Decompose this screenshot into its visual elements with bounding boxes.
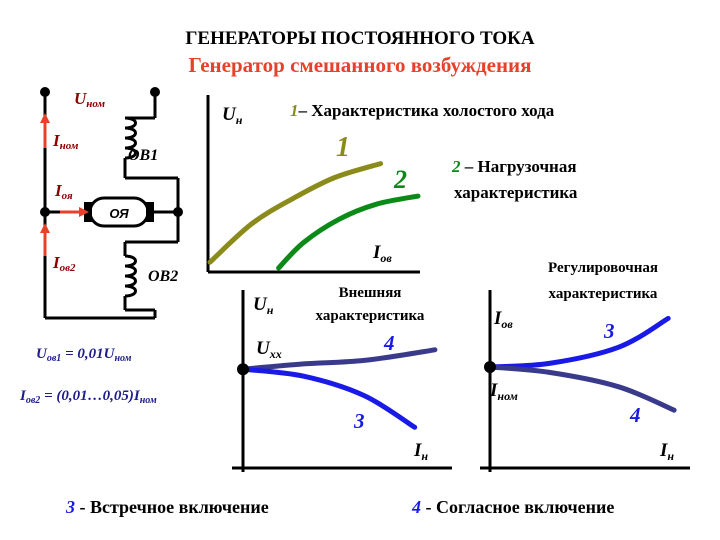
- page-title: ГЕНЕРАТОРЫ ПОСТОЯННОГО ТОКА: [185, 28, 535, 49]
- node-left: [40, 207, 50, 217]
- chart2-series-3-label: 3: [353, 409, 365, 433]
- chart-no-load: Uн Iов 1 2: [206, 95, 421, 274]
- u-nom-label: Uном: [74, 89, 105, 110]
- chart1-series-1-label: 1: [336, 132, 350, 163]
- chart3-x-label: Iн: [659, 440, 674, 463]
- chart2-series-3-line: [240, 366, 418, 430]
- chart2-start-point: [237, 363, 249, 376]
- chart2-series-4-line: [240, 347, 438, 372]
- chart3-y-label: Iов: [493, 308, 513, 331]
- chart3-series-4-label: 4: [629, 403, 641, 427]
- chart3-series-4-line: [487, 364, 677, 413]
- chart3-title-line1: Регулировочная: [548, 260, 658, 276]
- armature-brush-left: [84, 202, 92, 222]
- terminal-left: [40, 87, 50, 97]
- chart1-y-label: Uн: [222, 104, 243, 127]
- chart2-point-label: Uхх: [256, 338, 282, 361]
- chart-external: Uн Uхх Iн Внешняя характеристика 4 3: [232, 285, 452, 472]
- terminal-right: [150, 87, 160, 97]
- i-nom-label: Iном: [52, 131, 79, 152]
- chart3-series-3-label: 3: [603, 319, 615, 343]
- armature-brush-right: [146, 202, 154, 222]
- ov2-coil: [124, 254, 137, 298]
- chart1-series-1-line: [207, 161, 384, 265]
- formula-i-ov2: Iов2 = (0,01…0,05)Iном: [19, 388, 157, 406]
- chart1-series-2-line: [276, 193, 421, 271]
- i-ov2-label: Iов2: [52, 253, 76, 274]
- footer-legend-4: 4 - Согласное включение: [411, 497, 614, 517]
- chart3-series-3-line: [487, 315, 671, 370]
- chart-regulating: Регулировочная характеристика Iов Iном I…: [480, 260, 690, 472]
- legend-item-2-line2: характеристика: [454, 183, 578, 202]
- chart2-title-line1: Внешняя: [339, 285, 402, 301]
- footer-legend-3: 3 - Встречное включение: [65, 497, 269, 517]
- legend-item-2: 2 – Нагрузочная: [451, 157, 577, 176]
- formula-u-ov1: Uов1 = 0,01Uном: [36, 346, 132, 364]
- node-right: [173, 207, 183, 217]
- ov1-coil: [124, 116, 137, 160]
- armature-label: ОЯ: [109, 206, 129, 221]
- legend-item-1: 1– Характеристика холостого хода: [290, 101, 555, 120]
- ov1-label: ОВ1: [128, 147, 158, 164]
- chart2-x-label: Iн: [413, 440, 428, 463]
- chart3-start-point: [484, 361, 496, 373]
- ov2-label: ОВ2: [148, 268, 178, 285]
- chart2-title-line2: характеристика: [316, 308, 425, 324]
- chart2-y-label: Uн: [253, 294, 274, 317]
- page-subtitle: Генератор смешанного возбуждения: [188, 53, 531, 77]
- chart3-title-line2: характеристика: [549, 286, 658, 302]
- i-ya-label: Iоя: [54, 181, 73, 202]
- chart1-x-label: Iов: [372, 242, 392, 265]
- chart3-point-label: Iном: [489, 380, 518, 403]
- chart2-series-4-label: 4: [383, 331, 395, 355]
- chart1-series-2-label: 2: [393, 165, 407, 194]
